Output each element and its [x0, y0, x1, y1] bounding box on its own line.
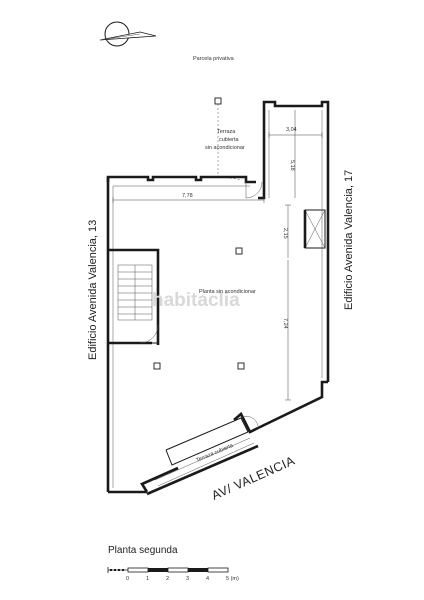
pillar — [235, 247, 243, 255]
dimension-lines — [112, 110, 323, 401]
pillar — [153, 362, 161, 370]
dimension-label: 5,18 — [289, 160, 295, 171]
building-left-label: Edificio Avenida Valencia, 13 — [87, 220, 99, 360]
building-right-label: Edificio Avenida Valencia, 17 — [343, 170, 355, 310]
scale-tick-label: 4 — [206, 576, 209, 582]
door-swing — [245, 181, 263, 199]
north-arrow-icon — [99, 21, 157, 47]
scale-bar — [107, 567, 229, 573]
terrace-top-label-3: sin acondicionar — [205, 145, 245, 151]
scale-tick-label: 1 — [146, 576, 149, 582]
pillar — [214, 97, 222, 105]
scale-tick-label: 0 — [126, 576, 129, 582]
terrace-top-label-2: cubierta — [219, 137, 240, 143]
dimension-label: 3,04 — [286, 127, 297, 133]
terrace-top-label-1: Terraza — [217, 129, 236, 135]
scale-tick-label: 5 (m) — [226, 576, 239, 582]
scale-tick-label: 2 — [166, 576, 169, 582]
space-label: Planta sin acondicionar — [199, 289, 256, 295]
bottom-terrace — [154, 416, 259, 487]
plan-title: Planta segunda — [108, 545, 178, 556]
dimension-label: 7,24 — [282, 318, 288, 329]
watermark: habitaclia — [152, 290, 240, 311]
dimension-label: 2,15 — [282, 228, 288, 239]
dimension-label: 7,78 — [182, 193, 193, 199]
stair-core — [107, 248, 160, 345]
parcela-label: Parcela privativa — [193, 56, 235, 62]
scale-tick-label: 3 — [186, 576, 189, 582]
pillar — [237, 362, 245, 370]
